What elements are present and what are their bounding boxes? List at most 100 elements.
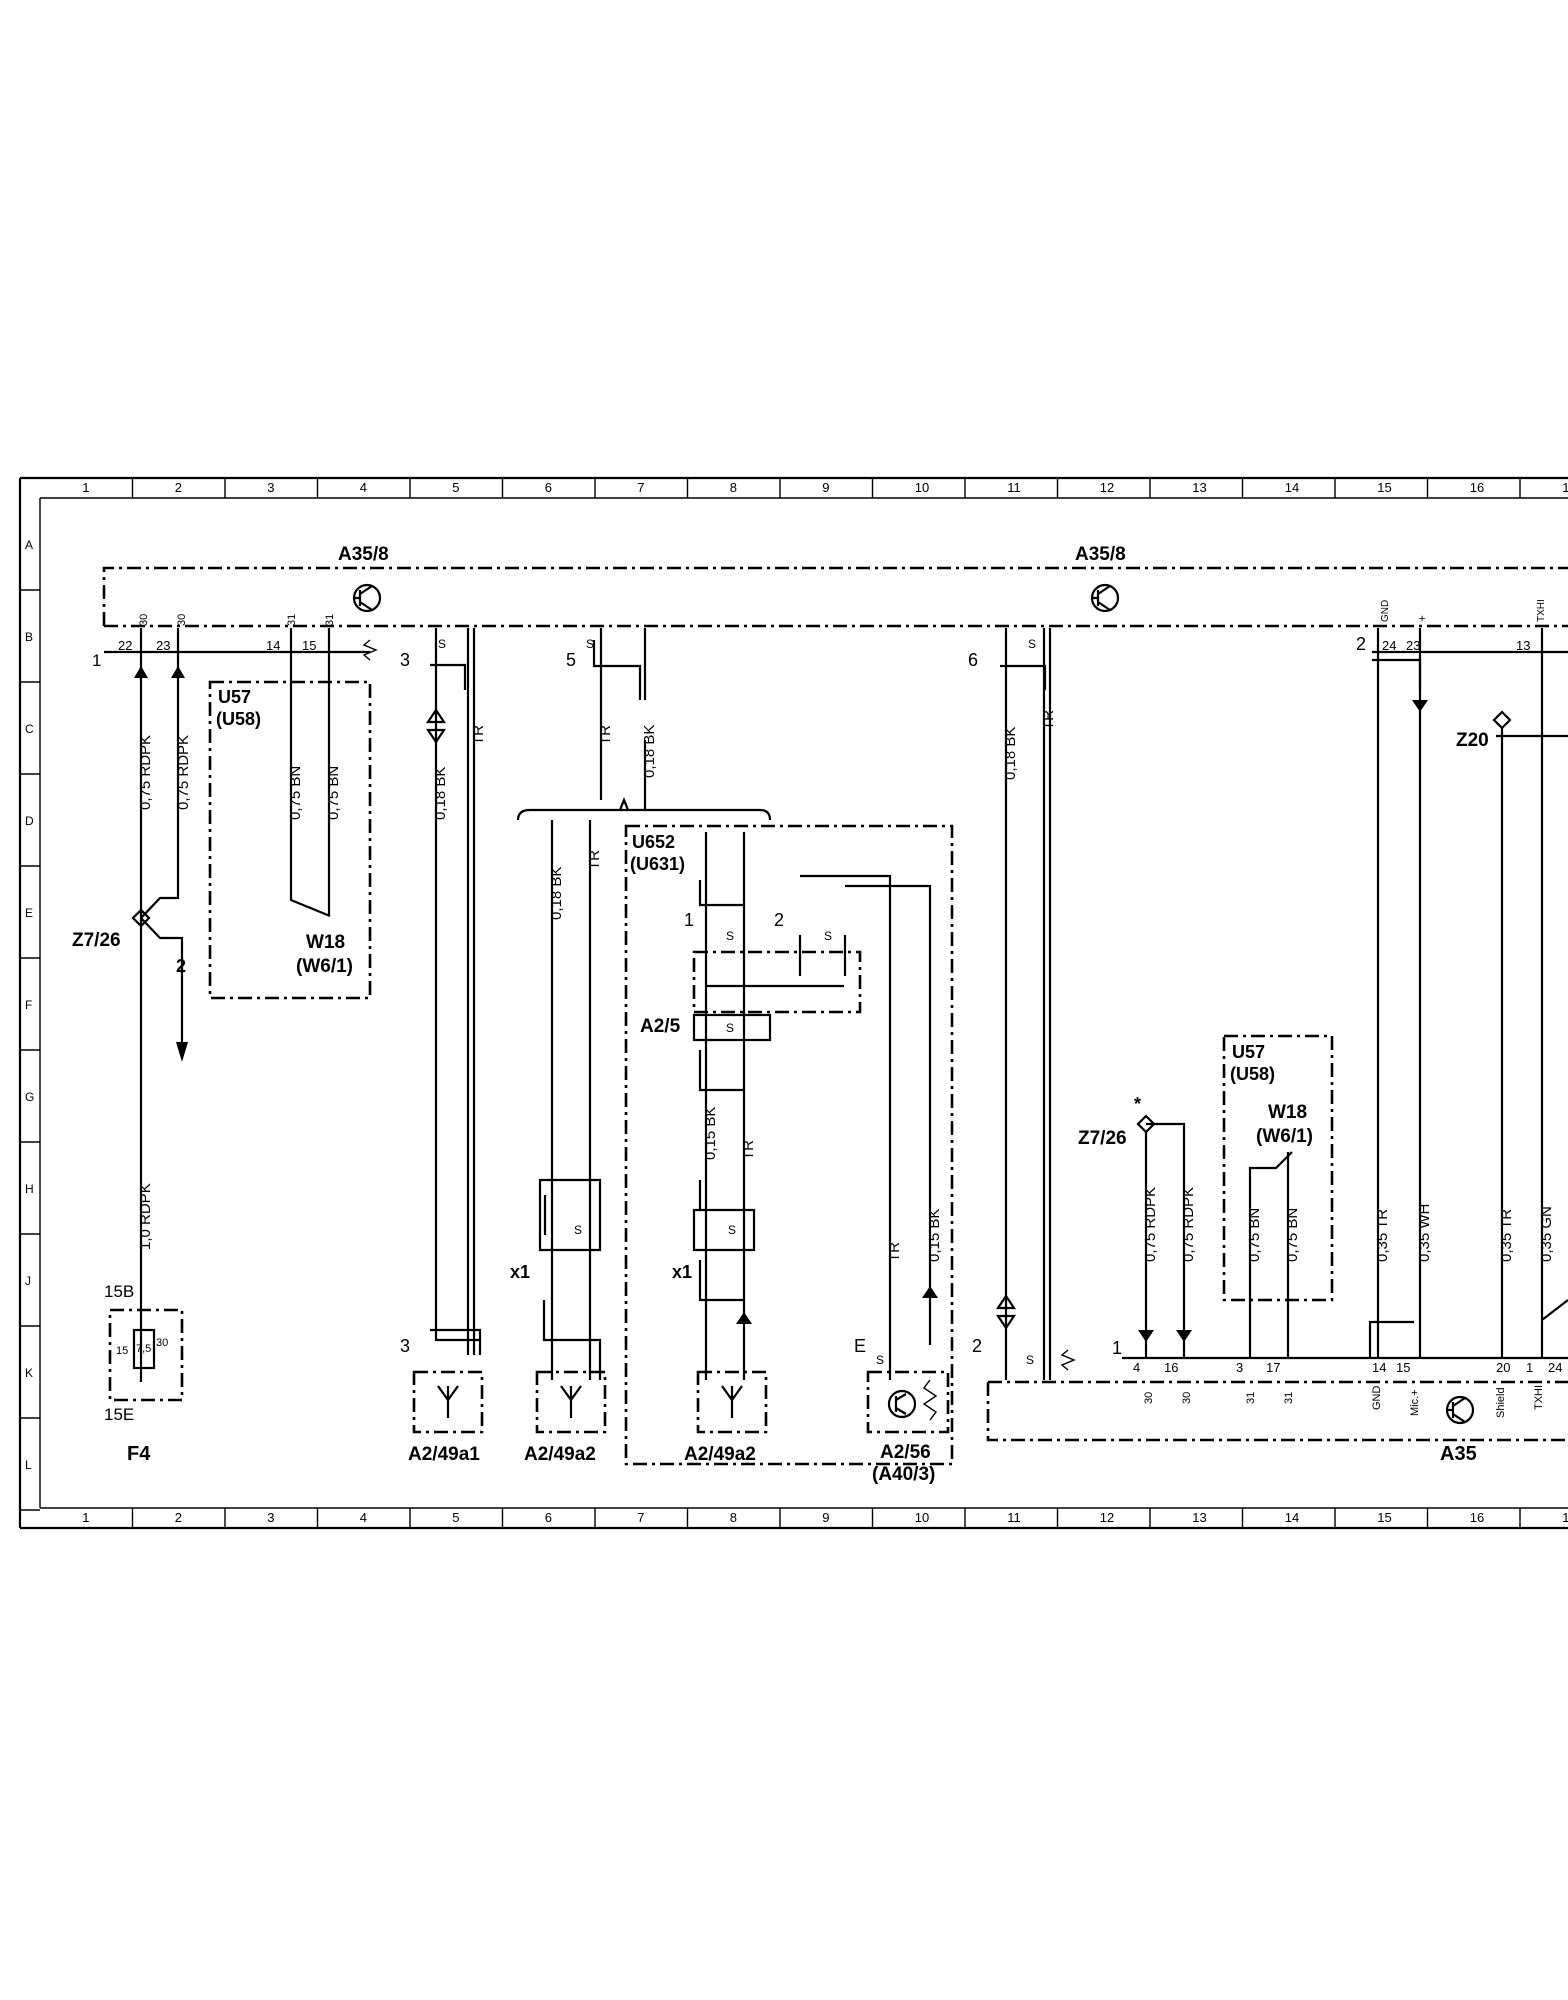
a35-8-left-label: A35/8 bbox=[338, 544, 389, 565]
column-label-top: 7 bbox=[637, 480, 644, 495]
wire-label-018-bk-3: 0,18 BK bbox=[548, 867, 565, 920]
bottom-pin-1: 1 bbox=[1526, 1360, 1533, 1375]
bottom-pin-16-signal: 30 bbox=[1181, 1392, 1193, 1404]
pin-24-signal: GND bbox=[1380, 600, 1391, 622]
u652-box bbox=[624, 824, 954, 1466]
pin-15: 15 bbox=[302, 638, 316, 653]
connector-3-top: 3 bbox=[400, 650, 410, 670]
pin-23-signal: 30 bbox=[176, 614, 188, 626]
pin-arrow-22 bbox=[134, 666, 148, 678]
wire-rdpk-4 bbox=[1146, 1122, 1186, 1358]
coax-c5-a bbox=[592, 628, 647, 800]
bottom-pin-3: 3 bbox=[1236, 1360, 1243, 1375]
column-label-bottom: 1 bbox=[82, 1510, 89, 1525]
wire-label-018-bk-2: 0,18 BK bbox=[641, 725, 658, 778]
u57-right-box bbox=[1222, 1034, 1334, 1302]
a2-56-box bbox=[866, 1370, 950, 1434]
a35-label: A35 bbox=[1440, 1443, 1477, 1465]
pin-13-right: 13 bbox=[1516, 638, 1530, 653]
column-label-top: 10 bbox=[915, 480, 929, 495]
wire-label-018-bk-1: 0,18 BK bbox=[432, 767, 449, 820]
shield-mark-5: S bbox=[586, 637, 594, 651]
column-label-top: 1 bbox=[82, 480, 89, 495]
u652-pin-1: 1 bbox=[684, 910, 694, 930]
column-label-bottom: 5 bbox=[452, 1510, 459, 1525]
wire-label-075-bn-2: 0,75 BN bbox=[325, 766, 342, 820]
connector-5-top: 5 bbox=[566, 650, 576, 670]
wire-label-tr-6: TR bbox=[1040, 710, 1057, 730]
wire-label-tr-5: TR bbox=[886, 1242, 903, 1262]
antenna-icon-a2-49a2-left bbox=[560, 1385, 582, 1418]
pin-24-right: 24 bbox=[1382, 638, 1396, 653]
column-label-top: 12 bbox=[1100, 480, 1114, 495]
bottom-pin-20: 20 bbox=[1496, 1360, 1510, 1375]
shield-mark-6: S bbox=[1028, 637, 1036, 651]
column-label-bottom: 14 bbox=[1285, 1510, 1299, 1525]
a2-49a2-left-label: A2/49a2 bbox=[524, 1444, 596, 1465]
column-label-bottom: 3 bbox=[267, 1510, 274, 1525]
wire-label-035-tr-1: 0,35 TR bbox=[1374, 1209, 1391, 1262]
pin-14: 14 bbox=[266, 638, 280, 653]
splice-z20 bbox=[1492, 710, 1512, 730]
fuse-in-label: 15 bbox=[116, 1345, 128, 1357]
bottom-pin-16: 16 bbox=[1164, 1360, 1178, 1375]
wire-label-035-tr-2: 0,35 TR bbox=[1498, 1209, 1515, 1262]
u57-left-box bbox=[208, 680, 372, 1000]
wire-label-075-rdpk-1: 0,75 RDPK bbox=[137, 735, 154, 810]
column-label-top: 17 bbox=[1562, 480, 1568, 495]
pin-arrow-16 bbox=[1176, 1330, 1192, 1342]
pin-22-signal: 30 bbox=[138, 614, 150, 626]
wire-label-tr-4: TR bbox=[740, 1140, 757, 1160]
antenna-box-a2-49a2-right bbox=[696, 1370, 768, 1434]
coax-a2-49a1-inner bbox=[430, 628, 480, 1342]
connector-2-top: 2 bbox=[1356, 634, 1366, 654]
star-mark: * bbox=[1134, 1094, 1141, 1114]
fuse-15e-label: 15E bbox=[104, 1405, 134, 1424]
shield-mark-u652-2: S bbox=[824, 929, 832, 943]
pin-arrow-23 bbox=[171, 666, 185, 678]
bottom-pin-15-signal: Mic.+ bbox=[1409, 1389, 1421, 1416]
a35-amplifier-symbol bbox=[1445, 1395, 1475, 1425]
fuse-box-f4 bbox=[108, 1308, 184, 1402]
u58-right-label: (U58) bbox=[1230, 1064, 1275, 1084]
x1-left-label: x1 bbox=[510, 1262, 530, 1282]
z20-label: Z20 bbox=[1456, 730, 1489, 751]
antenna-icon-a2-49a2-right bbox=[721, 1385, 743, 1418]
wire-label-015-bk-2: 0,15 BK bbox=[926, 1209, 943, 1262]
connector-6-top: 6 bbox=[968, 650, 978, 670]
brace bbox=[516, 797, 772, 821]
shield-mark-2-bot: S bbox=[1026, 1353, 1034, 1367]
column-label-bottom: 2 bbox=[175, 1510, 182, 1525]
column-label-bottom: 15 bbox=[1377, 1510, 1391, 1525]
u652-wire-inner bbox=[704, 832, 746, 1380]
f4-label: F4 bbox=[127, 1443, 151, 1465]
u652-label: U652 bbox=[632, 832, 675, 852]
fuse-element bbox=[132, 1328, 156, 1370]
shield-mark-e: S bbox=[876, 1353, 884, 1367]
u652-loop-1 bbox=[800, 874, 932, 1380]
bottom-pin-17: 17 bbox=[1266, 1360, 1280, 1375]
column-label-top: 6 bbox=[545, 480, 552, 495]
ground-symbol-c6 bbox=[995, 1294, 1017, 1330]
wire-label-035-wh: 0,35 WH bbox=[1416, 1204, 1433, 1262]
shield-mark-x1-left: S bbox=[574, 1223, 582, 1237]
column-label-bottom: 8 bbox=[730, 1510, 737, 1525]
splice-z7-26-left bbox=[131, 908, 151, 928]
w6-1-left-label: (W6/1) bbox=[296, 956, 353, 977]
pin-arrow-4 bbox=[1138, 1330, 1154, 1342]
pin-14-signal: 31 bbox=[286, 614, 298, 626]
column-label-bottom: 10 bbox=[915, 1510, 929, 1525]
bottom-pin-1-signal: TXHI bbox=[1533, 1385, 1545, 1410]
row-label: D bbox=[25, 814, 34, 828]
u631-label: (U631) bbox=[630, 854, 685, 874]
a40-3-label: (A40/3) bbox=[872, 1464, 935, 1485]
row-label: E bbox=[25, 906, 33, 920]
pin-arrow-23-right bbox=[1412, 700, 1428, 712]
column-label-top: 4 bbox=[360, 480, 367, 495]
antenna-box-a2-49a1 bbox=[412, 1370, 484, 1434]
bottom-pin-17-signal: 31 bbox=[1283, 1392, 1295, 1404]
shield-ground-zigzag bbox=[362, 639, 378, 661]
row-label: B bbox=[25, 630, 33, 644]
u652-pin-2: 2 bbox=[774, 910, 784, 930]
